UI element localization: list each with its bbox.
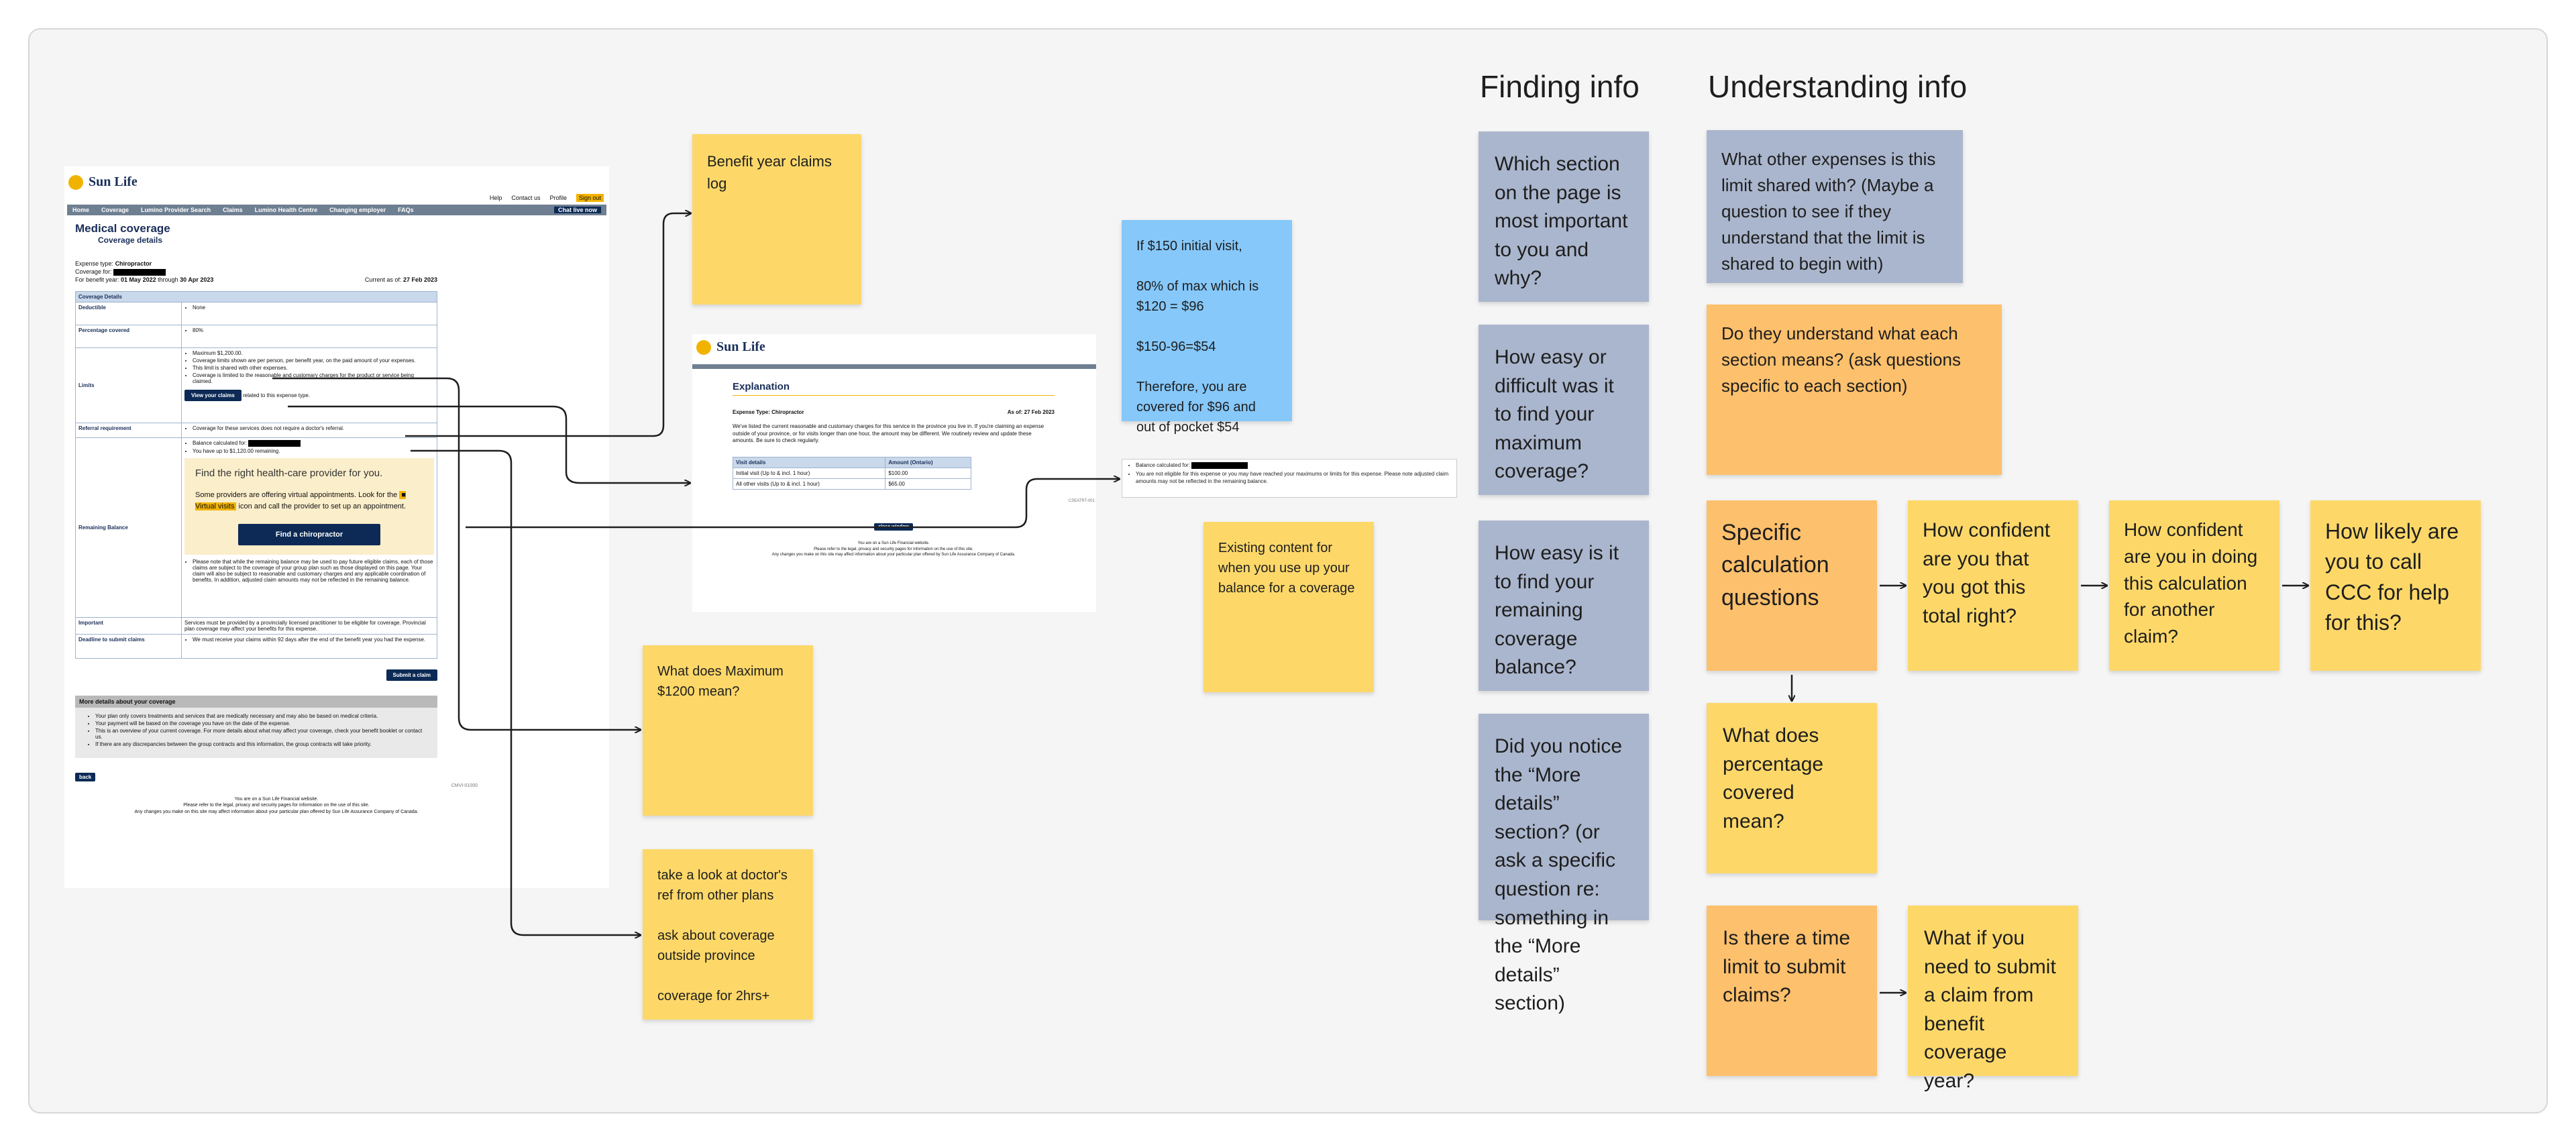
sticky-u-confident-total[interactable]: How confident are you that you got this …: [1908, 500, 2078, 671]
important-value: Services must be provided by a provincia…: [181, 616, 437, 635]
page-subtitle: Coverage details: [98, 235, 163, 246]
sun-life-logo: Sun Life: [696, 339, 1096, 355]
sticky-u-confident-another[interactable]: How confident are you in doing this calc…: [2109, 500, 2279, 671]
deductible-value: None: [193, 305, 434, 311]
heading-understanding-info: Understanding info: [1708, 69, 1968, 104]
sticky-q-section-importance[interactable]: Which section on the page is most import…: [1479, 131, 1649, 302]
sticky-benefit-year-log[interactable]: Benefit year claims log: [692, 134, 861, 305]
nav-coverage[interactable]: Coverage: [101, 207, 129, 214]
initial-visit-amount: $100.00: [885, 468, 971, 480]
remaining-balance-value: You have up to $1,120.00 remaining.: [193, 448, 434, 454]
sticky-doctors-ref[interactable]: take a look at doctor's ref from other p…: [643, 849, 813, 1020]
sign-out-link[interactable]: Sign out: [576, 194, 604, 203]
sticky-q-find-max-coverage[interactable]: How easy or difficult was it to find you…: [1479, 325, 1649, 495]
header-links: Help Contact us Profile Sign out: [67, 194, 606, 203]
table-header: Coverage Details: [75, 290, 437, 303]
balance-note-card: Balance calculated for: You are not elig…: [1122, 459, 1457, 498]
chat-live-button[interactable]: Chat live now: [553, 207, 601, 214]
provider-promo-box: Find the right health-care provider for …: [184, 457, 434, 555]
explanation-title: Explanation: [733, 381, 1055, 396]
medical-coverage-page: Sun Life Help Contact us Profile Sign ou…: [64, 166, 609, 888]
remaining-balance-note: Please note that while the remaining bal…: [193, 559, 434, 583]
page-id: CSEATRT-001: [1068, 499, 1095, 504]
sticky-u-percentage-covered[interactable]: What does percentage covered mean?: [1707, 703, 1877, 873]
page-title: Medical coverage: [75, 222, 170, 235]
sticky-existing-content[interactable]: Existing content for when you use up you…: [1203, 522, 1374, 692]
sticky-u-each-section[interactable]: Do they understand what each section mea…: [1707, 305, 2002, 475]
nav-changing-employer[interactable]: Changing employer: [329, 207, 386, 214]
expense-type-value: Chiropractor: [115, 260, 152, 268]
sun-logo-icon: [68, 174, 83, 190]
whiteboard-canvas[interactable]: Finding info Understanding info Sun Life…: [28, 28, 2548, 1113]
view-claims-button[interactable]: View your claims: [184, 389, 241, 401]
sticky-q-more-details[interactable]: Did you notice the “More details” sectio…: [1479, 714, 1649, 1014]
deadline-value: We must receive your claims within 92 da…: [193, 637, 434, 643]
expense-summary: Expense type: Chiropractor Coverage for:…: [75, 260, 437, 284]
coverage-details-table: Coverage Details DeductibleNone Percenta…: [75, 290, 437, 659]
submit-claim-button[interactable]: Submit a claim: [386, 669, 437, 681]
profile-link[interactable]: Profile: [549, 195, 567, 201]
nav-claims[interactable]: Claims: [223, 207, 243, 214]
limit-reasonable-charges: Coverage is limited to the reasonable an…: [193, 372, 434, 384]
sticky-calculation-example[interactable]: If $150 initial visit, 80% of max which …: [1122, 220, 1292, 435]
page-id: CMVI-01000: [451, 783, 478, 788]
sticky-maximum-1200[interactable]: What does Maximum $1200 mean?: [643, 645, 813, 816]
video-camera-icon: ■: [401, 490, 406, 499]
help-link[interactable]: Help: [489, 195, 502, 201]
explanation-body: We've listed the current reasonable and …: [733, 423, 1044, 444]
header-bar: [692, 364, 1096, 369]
sticky-u-time-limit[interactable]: Is there a time limit to submit claims?: [1707, 906, 1877, 1076]
nav-home[interactable]: Home: [72, 207, 90, 214]
more-details-section: More details about your coverage Your pl…: [75, 695, 437, 758]
percentage-value: 80%: [193, 327, 434, 333]
close-window-button[interactable]: close window: [874, 523, 913, 531]
sun-logo-icon: [696, 339, 711, 355]
sticky-q-find-remaining[interactable]: How easy is it to find your remaining co…: [1479, 521, 1649, 691]
contact-us-link[interactable]: Contact us: [511, 195, 541, 201]
more-details-header: More details about your coverage: [75, 695, 437, 708]
main-nav: Home Coverage Lumino Provider Search Cla…: [67, 205, 606, 216]
limit-shared: This limit is shared with other expenses…: [193, 365, 434, 371]
heading-finding-info: Finding info: [1480, 69, 1640, 104]
back-button[interactable]: back: [75, 772, 96, 781]
find-chiropractor-button[interactable]: Find a chiropractor: [237, 523, 381, 545]
nav-faqs[interactable]: FAQs: [398, 207, 414, 214]
limit-maximum: Maximum $1,200.00.: [193, 350, 434, 356]
explanation-page: Sun Life Explanation Expense Type: Chiro…: [692, 334, 1096, 612]
page-footer: You are on a Sun Life Financial website.…: [134, 796, 419, 815]
nav-provider-search[interactable]: Lumino Provider Search: [141, 207, 211, 214]
sticky-u-other-expenses[interactable]: What other expenses is this limit shared…: [1707, 130, 1963, 283]
sun-life-logo: Sun Life: [68, 174, 606, 190]
redacted-name: [113, 268, 166, 276]
sticky-u-specific-calc[interactable]: Specific calculation questions: [1707, 500, 1877, 671]
page-footer: You are on a Sun Life Financial website.…: [771, 541, 1016, 557]
nav-health-centre[interactable]: Lumino Health Centre: [254, 207, 318, 214]
sticky-u-benefit-year[interactable]: What if you need to submit a claim from …: [1908, 906, 2078, 1092]
sticky-u-call-ccc[interactable]: How likely are you to call CCC for help …: [2310, 500, 2481, 671]
referral-value: Coverage for these services does not req…: [193, 425, 434, 431]
